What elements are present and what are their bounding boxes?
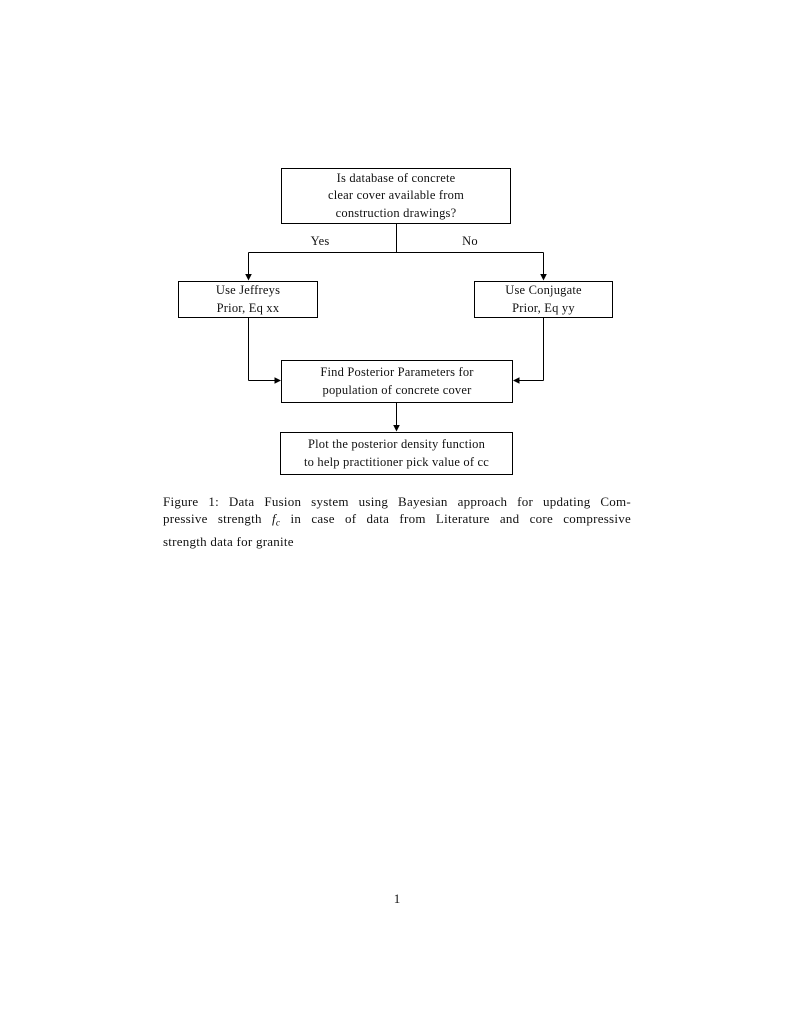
jeffreys-prior-box-line-1: Use Jeffreys <box>215 283 281 297</box>
caption-line-3: strength data for granite <box>163 533 294 549</box>
caption-line-2: pressive strength fc in case of data fro… <box>163 510 631 533</box>
math-f: f <box>271 511 276 526</box>
jeffreys-prior-box: Use Jeffreys Prior, Eq xx <box>178 281 318 318</box>
caption-line-2-after-math: in case of data from Literature and core… <box>290 511 631 526</box>
decision-box-line-2: clear cover available from <box>327 188 465 203</box>
plot-density-box-line-2: to help practitioner pick value of cc <box>303 454 490 469</box>
arrowhead-left-icon <box>513 377 520 384</box>
arrowhead-down-icon <box>245 274 252 281</box>
yes-branch-label: Yes <box>310 234 330 248</box>
decision-box: Is database of concrete clear cover avai… <box>281 168 511 224</box>
posterior-parameters-box: Find Posterior Parameters for population… <box>281 360 513 403</box>
caption-line-2-before-math: pressive strength <box>163 511 262 526</box>
no-branch-label: No <box>462 234 478 248</box>
decision-box-line-1: Is database of concrete <box>336 170 456 185</box>
page-number: 1 <box>393 891 401 906</box>
arrowhead-down-icon <box>393 425 400 432</box>
posterior-parameters-box-line-2: population of concrete cover <box>322 382 472 397</box>
jeffreys-prior-box-line-2: Prior, Eq xx <box>216 300 280 315</box>
figure-caption: Figure 1: Data Fusion system using Bayes… <box>163 493 631 550</box>
conjugate-prior-box-line-2: Prior, Eq yy <box>512 300 575 315</box>
conjugate-prior-box: Use Conjugate Prior, Eq yy <box>474 281 613 318</box>
math-c-subscript: c <box>275 518 281 529</box>
plot-density-box-line-1: Plot the posterior density function <box>307 437 486 451</box>
posterior-parameters-box-line-1: Find Posterior Parameters for <box>320 365 474 379</box>
caption-line-1: Figure 1: Data Fusion system using Bayes… <box>163 494 631 509</box>
plot-density-box: Plot the posterior density function to h… <box>280 432 513 475</box>
math-fc-symbol: fc <box>271 511 281 529</box>
arrowhead-down-icon <box>540 274 547 281</box>
decision-box-line-3: construction drawings? <box>335 205 457 220</box>
conjugate-prior-box-line-1: Use Conjugate <box>505 283 582 297</box>
